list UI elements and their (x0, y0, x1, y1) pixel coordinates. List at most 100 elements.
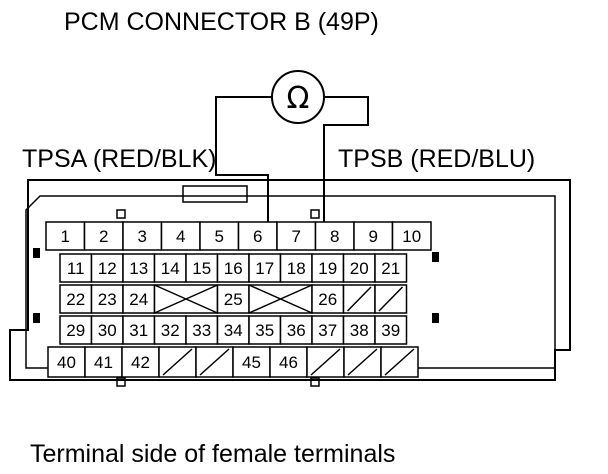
terminal-12: 12 (90, 253, 124, 283)
terminal-label: 41 (94, 353, 113, 372)
terminal-label: 29 (66, 321, 85, 340)
terminal-46: 46 (269, 346, 308, 378)
terminal-label: 15 (192, 259, 211, 278)
terminal-label: 33 (192, 321, 211, 340)
terminal-blank (306, 346, 345, 378)
terminal-label: 30 (98, 321, 117, 340)
terminal-label: 13 (129, 259, 148, 278)
terminal-10: 10 (391, 221, 432, 251)
terminal-9: 9 (353, 221, 394, 251)
terminal-label: 46 (279, 353, 298, 372)
probe-lead-tpsb (323, 96, 369, 240)
terminal-label: 3 (138, 227, 147, 246)
terminal-21: 21 (374, 253, 408, 283)
terminal-label: 39 (381, 321, 400, 340)
terminal-label: 25 (224, 290, 243, 309)
terminal-45: 45 (232, 346, 271, 378)
terminal-label: 32 (161, 321, 180, 340)
terminal-36: 36 (279, 315, 313, 345)
terminal-15: 15 (185, 253, 219, 283)
terminal-label: 26 (318, 290, 337, 309)
terminal-blank (158, 346, 197, 378)
terminal-blank (374, 284, 408, 314)
terminal-5: 5 (199, 221, 240, 251)
terminal-25: 25 (216, 284, 250, 314)
terminal-2: 2 (83, 221, 124, 251)
terminal-label: 11 (67, 259, 85, 278)
ohm-symbol: Ω (287, 81, 310, 116)
caption: Terminal side of female terminals (30, 440, 395, 468)
tpsb-label: TPSB (RED/BLU) (338, 145, 535, 173)
ohmmeter-icon: Ω (271, 70, 325, 124)
terminal-label: 45 (242, 353, 261, 372)
terminal-label: 23 (98, 290, 117, 309)
terminal-label: 16 (224, 259, 243, 278)
terminal-6: 6 (237, 221, 278, 251)
diagram-title: PCM CONNECTOR B (49P) (64, 8, 379, 36)
terminal-26: 26 (311, 284, 345, 314)
terminal-8: 8 (314, 221, 355, 251)
terminal-blank (343, 346, 382, 378)
terminal-label: 10 (402, 227, 421, 246)
terminal-label: 12 (98, 259, 117, 278)
terminal-label: 21 (381, 259, 400, 278)
terminal-19: 19 (311, 253, 345, 283)
terminal-blank (195, 346, 234, 378)
terminal-label: 22 (66, 290, 85, 309)
terminal-label: 35 (255, 321, 274, 340)
terminal-16: 16 (216, 253, 250, 283)
terminal-label: 14 (161, 259, 180, 278)
terminal-13: 13 (122, 253, 156, 283)
terminal-label: 38 (350, 321, 369, 340)
terminal-22: 22 (59, 284, 93, 314)
terminal-label: 8 (330, 227, 339, 246)
terminal-24: 24 (122, 284, 156, 314)
terminal-32: 32 (153, 315, 187, 345)
terminal-14: 14 (153, 253, 187, 283)
terminal-42: 42 (121, 346, 160, 378)
terminal-label: 42 (131, 353, 150, 372)
terminal-41: 41 (84, 346, 123, 378)
terminal-3: 3 (122, 221, 163, 251)
tpsa-label: TPSA (RED/BLK) (22, 145, 217, 173)
terminal-17: 17 (248, 253, 282, 283)
terminal-label: 24 (129, 290, 148, 309)
terminal-label: 4 (176, 227, 185, 246)
terminal-label: 1 (61, 227, 70, 246)
terminal-30: 30 (90, 315, 124, 345)
terminal-label: 37 (318, 321, 337, 340)
terminal-11: 11 (59, 253, 93, 283)
terminal-7: 7 (276, 221, 317, 251)
terminal-31: 31 (122, 315, 156, 345)
terminal-label: 5 (215, 227, 224, 246)
terminal-label: 34 (224, 321, 243, 340)
terminal-37: 37 (311, 315, 345, 345)
terminal-label: 17 (255, 259, 274, 278)
terminal-33: 33 (185, 315, 219, 345)
terminal-20: 20 (342, 253, 376, 283)
terminal-blank (153, 284, 219, 314)
terminal-34: 34 (216, 315, 250, 345)
terminal-blank (248, 284, 313, 314)
terminal-label: 7 (292, 227, 301, 246)
terminal-label: 19 (318, 259, 337, 278)
terminal-label: 18 (287, 259, 306, 278)
terminal-38: 38 (342, 315, 376, 345)
terminal-label: 2 (99, 227, 108, 246)
terminal-blank (380, 346, 419, 378)
terminal-29: 29 (59, 315, 93, 345)
terminal-39: 39 (374, 315, 408, 345)
terminal-blank (342, 284, 376, 314)
terminal-label: 36 (287, 321, 306, 340)
terminal-23: 23 (90, 284, 124, 314)
terminal-label: 31 (129, 321, 148, 340)
terminal-label: 6 (253, 227, 262, 246)
terminal-1: 1 (45, 221, 86, 251)
terminal-label: 20 (350, 259, 369, 278)
probe-lead-tpsa (215, 96, 272, 240)
terminal-40: 40 (47, 346, 86, 378)
terminal-4: 4 (160, 221, 201, 251)
terminal-35: 35 (248, 315, 282, 345)
